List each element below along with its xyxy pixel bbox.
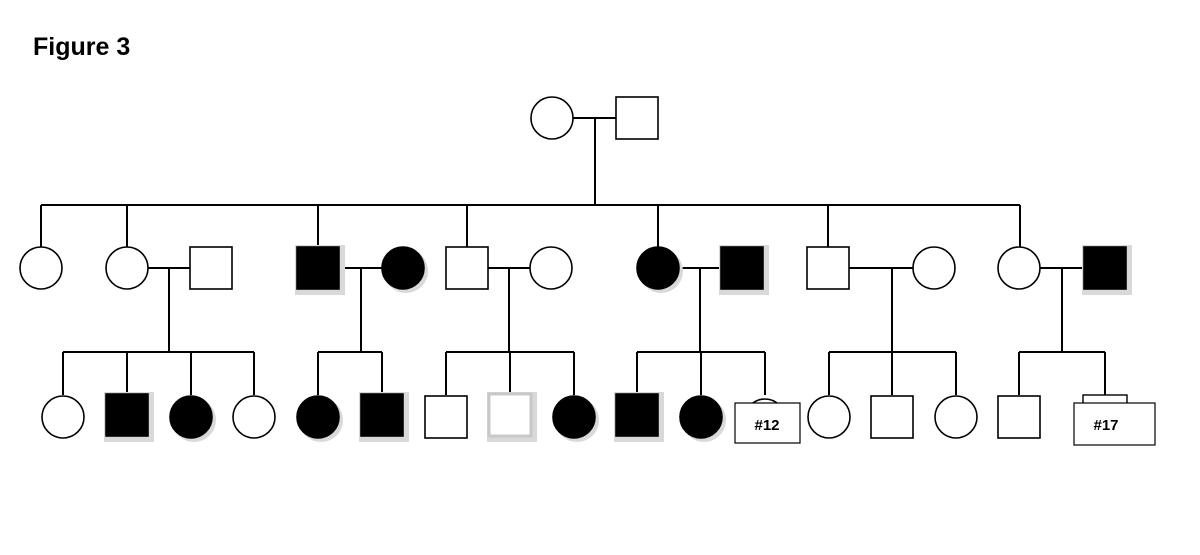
pedigree-individuals: #12 #17 [19, 96, 1156, 446]
affected-male-symbol [360, 393, 404, 437]
unaffected-male-symbol [487, 392, 533, 438]
unaffected-female-symbol [807, 395, 851, 439]
individual-iii-13 [807, 395, 851, 439]
individual-iii-11 [679, 395, 726, 442]
affected-female-symbol [381, 246, 425, 290]
individual-ii-12 [997, 246, 1041, 290]
unaffected-male-symbol [806, 246, 850, 290]
unaffected-male-symbol [615, 96, 659, 140]
unaffected-male-symbol [424, 395, 468, 439]
individual-iii-2 [104, 392, 154, 442]
unaffected-female-symbol [529, 246, 573, 290]
individual-i-2 [615, 96, 659, 140]
individual-label: #12 [754, 417, 779, 434]
individual-iii-6 [359, 392, 409, 442]
individual-iii-9 [552, 395, 599, 442]
affected-female-symbol [169, 395, 213, 439]
label-box [734, 402, 801, 444]
individual-ii-8 [636, 246, 683, 293]
individual-ii-11 [912, 246, 956, 290]
affected-female-symbol [679, 395, 723, 439]
unaffected-female-symbol [997, 246, 1041, 290]
individual-ii-4 [295, 245, 345, 295]
unaffected-female-symbol [19, 246, 63, 290]
individual-ii-9 [719, 245, 769, 295]
affected-male-symbol [296, 246, 340, 290]
individual-label: #17 [1093, 417, 1118, 434]
individual-iii-8 [487, 392, 537, 442]
individual-iii-1 [41, 395, 85, 439]
unaffected-male-symbol [189, 246, 233, 290]
unaffected-female-symbol [41, 395, 85, 439]
individual-iii-15 [934, 395, 978, 439]
label-box [1073, 402, 1156, 446]
affected-female-symbol [552, 395, 596, 439]
individual-iii-10 [614, 392, 664, 442]
individual-ii-10 [806, 246, 850, 290]
individual-ii-6 [445, 246, 489, 290]
figure-title: Figure 3 [33, 33, 131, 61]
unaffected-female-symbol [934, 395, 978, 439]
relationship-lines [40, 117, 1106, 395]
individual-iii-7 [424, 395, 468, 439]
individual-ii-3 [189, 246, 233, 290]
individual-iii-17: #17 [1073, 394, 1156, 446]
unaffected-female-symbol [912, 246, 956, 290]
individual-ii-2 [105, 246, 149, 290]
individual-ii-7 [529, 246, 573, 290]
individual-iii-4 [232, 395, 276, 439]
unaffected-female-symbol [530, 96, 574, 140]
unaffected-male-symbol [870, 395, 914, 439]
affected-male-symbol [720, 246, 764, 290]
affected-female-symbol [296, 395, 340, 439]
unaffected-male-symbol [445, 246, 489, 290]
unaffected-female-symbol [105, 246, 149, 290]
individual-iii-12: #12 [734, 398, 801, 444]
unaffected-female-symbol [232, 395, 276, 439]
individual-ii-5 [381, 246, 428, 293]
individual-iii-3 [169, 395, 216, 442]
individual-iii-5 [296, 395, 343, 442]
affected-male-symbol [1083, 246, 1127, 290]
individual-iii-16 [997, 395, 1041, 439]
individual-i-1 [530, 96, 574, 140]
affected-female-symbol [636, 246, 680, 290]
unaffected-male-symbol [997, 395, 1041, 439]
affected-male-symbol [615, 393, 659, 437]
individual-ii-13 [1082, 245, 1132, 295]
individual-ii-1 [19, 246, 63, 290]
individual-iii-14 [870, 395, 914, 439]
affected-male-symbol [105, 393, 149, 437]
